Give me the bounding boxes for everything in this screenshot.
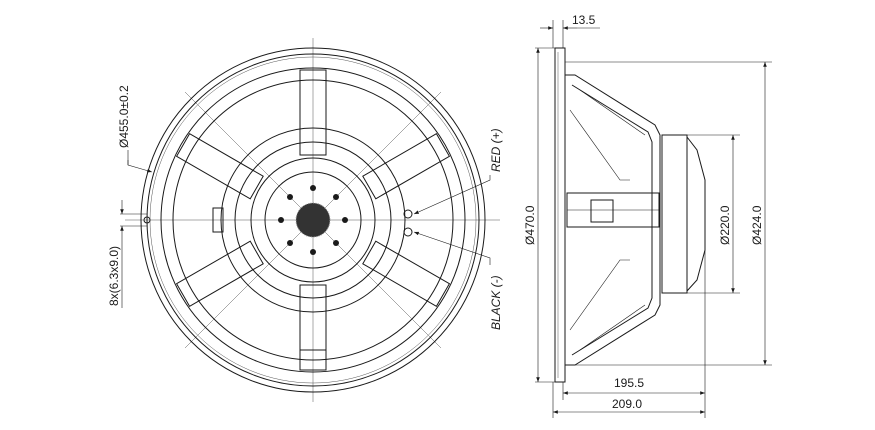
baffle-diameter-label: Ø424.0 <box>750 205 764 245</box>
basket <box>565 74 661 366</box>
basket-spokes <box>175 69 451 371</box>
outer-frame <box>140 47 486 393</box>
black-terminal-label: BLACK (-) <box>489 275 503 330</box>
magnet <box>220 127 406 313</box>
magnet-diameter-label: Ø220.0 <box>718 205 732 245</box>
flange-thickness-label: 13.5 <box>572 13 596 27</box>
depth-from-baffle-label: 195.5 <box>614 376 644 390</box>
front-view: Ø455.0±0.2 8x(6.3x9.0) RED (+) BLACK (-) <box>107 38 503 402</box>
label-plate <box>299 349 327 371</box>
dust-cap <box>296 203 330 237</box>
side-view: 13.5 Ø470.0 Ø424.0 Ø220.0 195.5 209.0 <box>523 13 772 418</box>
mount-hole <box>143 216 151 224</box>
total-depth-label: 209.0 <box>612 397 642 411</box>
terminal-black <box>403 227 413 237</box>
magnet-side <box>661 134 688 294</box>
flange <box>554 47 566 383</box>
mount-diameter-label: Ø455.0±0.2 <box>117 85 131 148</box>
mount-holes-label: 8x(6.3x9.0) <box>107 246 121 306</box>
vent-holes <box>278 185 348 255</box>
outer-diameter-label: Ø470.0 <box>523 205 537 245</box>
red-terminal-label: RED (+) <box>489 128 503 172</box>
terminal-red <box>403 209 413 219</box>
